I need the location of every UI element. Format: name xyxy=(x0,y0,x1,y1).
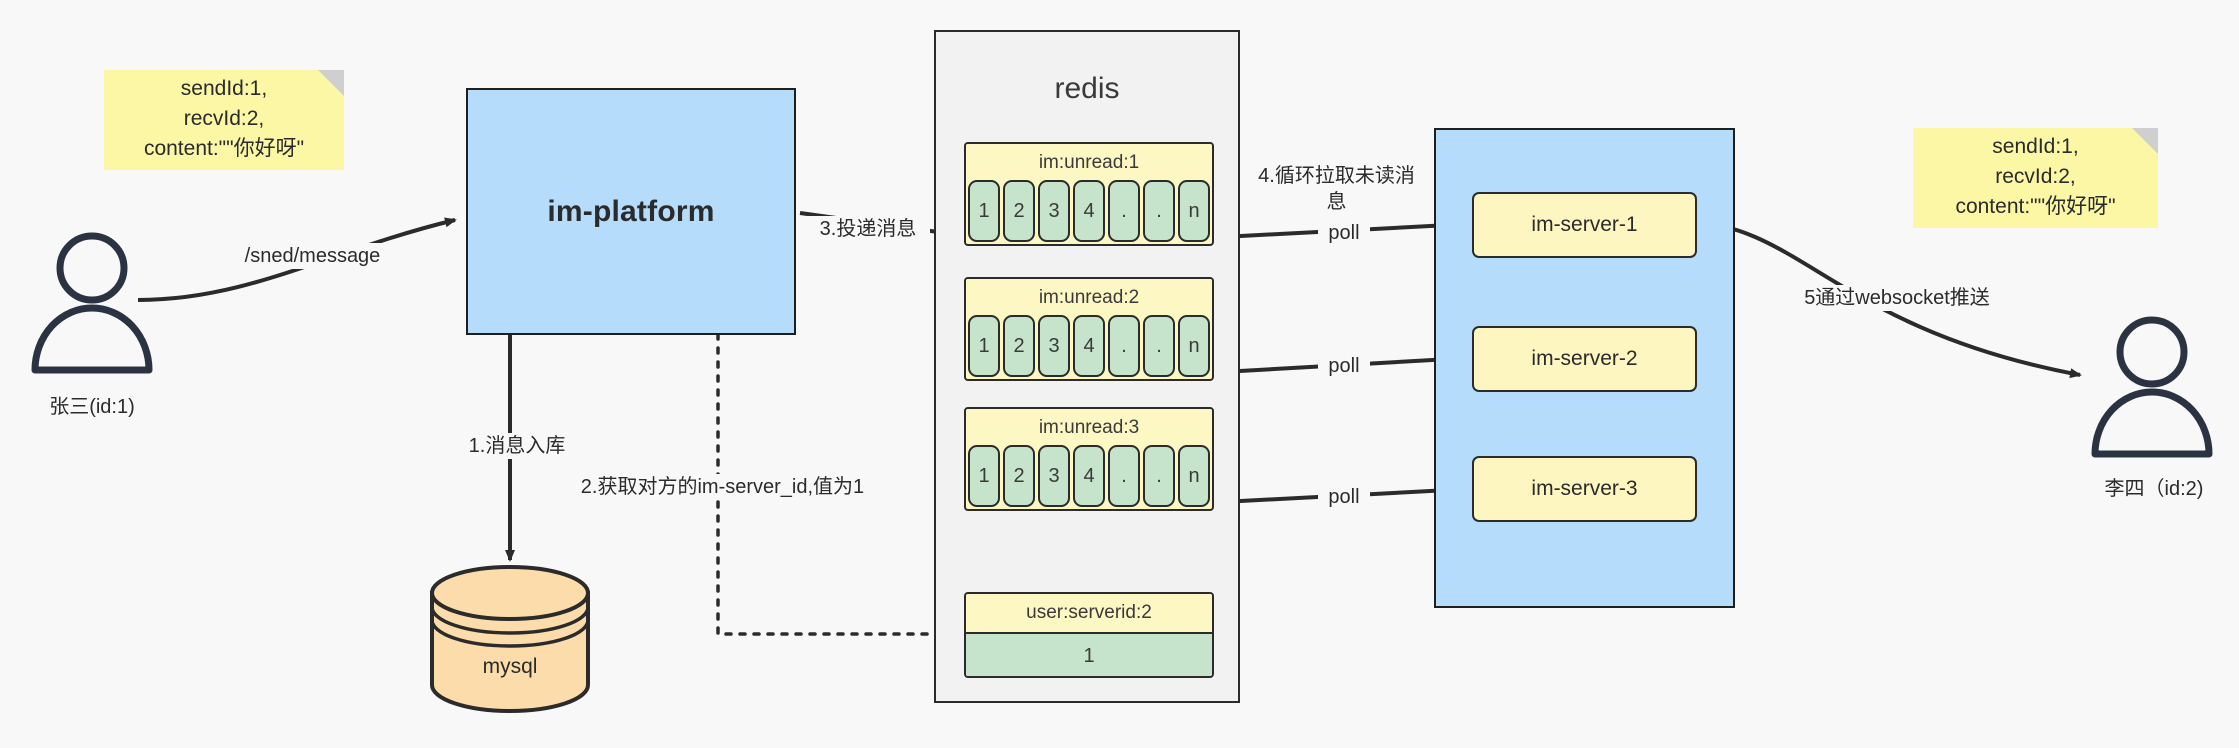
redis-cell: n xyxy=(1178,315,1210,377)
edge-label-poll-3: poll xyxy=(1318,484,1370,510)
redis-title: redis xyxy=(1054,72,1120,105)
redis-cell: 2 xyxy=(1003,180,1035,242)
redis-key-name: user:serverid:2 xyxy=(966,594,1212,632)
redis-cell: 4 xyxy=(1073,180,1105,242)
im-server-3-box[interactable]: im-server-3 xyxy=(1472,456,1697,522)
im-server-2-box[interactable]: im-server-2 xyxy=(1472,326,1697,392)
redis-cell: . xyxy=(1108,180,1140,242)
im-platform-box[interactable]: im-platform xyxy=(466,88,796,335)
mysql-label: mysql xyxy=(482,655,538,678)
redis-cell: . xyxy=(1143,315,1175,377)
redis-cell: 3 xyxy=(1038,180,1070,242)
edge-label-poll-2: poll xyxy=(1318,353,1370,379)
sender-label: 张三(id:1) xyxy=(49,396,135,418)
edge-label-step1: 1.消息入库 xyxy=(450,433,584,459)
note-right-text: sendId:1, recvId:2, content:""你好呀" xyxy=(1955,135,2116,218)
edge-label-step5: 5通过websocket推送 xyxy=(1790,285,2004,311)
note-right: sendId:1, recvId:2, content:""你好呀" xyxy=(1913,128,2158,228)
redis-cell: 2 xyxy=(1003,445,1035,507)
edge-label-send-message: /sned/message xyxy=(228,243,397,269)
redis-key-group-3[interactable]: im:unread:3 1 2 3 4 . . n xyxy=(964,407,1214,511)
im-server-cluster: im-server-1 im-server-2 im-server-3 xyxy=(1434,128,1735,608)
im-server-3-label: im-server-3 xyxy=(1531,477,1638,500)
edge-label-step3: 3.投递消息 xyxy=(806,216,930,242)
im-server-1-label: im-server-1 xyxy=(1531,213,1638,236)
redis-key-group-user-serverid[interactable]: user:serverid:2 1 xyxy=(964,592,1214,678)
receiver-label: 李四（id:2) xyxy=(2104,478,2204,500)
redis-cell: 3 xyxy=(1038,445,1070,507)
im-server-1-box[interactable]: im-server-1 xyxy=(1472,192,1697,258)
edge-label-poll-1: poll xyxy=(1318,220,1370,246)
note-left: sendId:1, recvId:2, content:""你好呀" xyxy=(104,70,344,170)
redis-cell: n xyxy=(1178,180,1210,242)
edge-label-step4: 4.循环拉取未读消 息 xyxy=(1252,163,1421,215)
redis-key-name: im:unread:3 xyxy=(966,409,1212,447)
redis-cell: . xyxy=(1108,315,1140,377)
redis-key-cells: 1 2 3 4 . . n xyxy=(966,445,1212,509)
redis-cell: 3 xyxy=(1038,315,1070,377)
edge-label-step2: 2.获取对方的im-server_id,值为1 xyxy=(578,474,867,500)
im-platform-label: im-platform xyxy=(547,194,715,228)
redis-cell: . xyxy=(1143,445,1175,507)
redis-key-name: im:unread:2 xyxy=(966,279,1212,317)
sender-user-icon xyxy=(31,232,153,374)
redis-cell: 1 xyxy=(968,315,1000,377)
redis-key-name: im:unread:1 xyxy=(966,144,1212,182)
redis-cell: . xyxy=(1143,180,1175,242)
redis-key-group-1[interactable]: im:unread:1 1 2 3 4 . . n xyxy=(964,142,1214,246)
redis-cell: 2 xyxy=(1003,315,1035,377)
redis-container: redis im:unread:1 1 2 3 4 . . n im:unrea… xyxy=(934,30,1240,703)
redis-key-cells: 1 2 3 4 . . n xyxy=(966,180,1212,244)
redis-cell: . xyxy=(1108,445,1140,507)
redis-key-group-2[interactable]: im:unread:2 1 2 3 4 . . n xyxy=(964,277,1214,381)
redis-cell: 4 xyxy=(1073,315,1105,377)
redis-cell: 1 xyxy=(968,445,1000,507)
database-cylinder-icon xyxy=(430,565,590,713)
note-left-text: sendId:1, recvId:2, content:""你好呀" xyxy=(143,77,305,160)
redis-cell: 1 xyxy=(968,180,1000,242)
redis-cell: n xyxy=(1178,445,1210,507)
redis-key-value: 1 xyxy=(966,632,1212,676)
redis-key-cells: 1 2 3 4 . . n xyxy=(966,315,1212,379)
redis-cell: 4 xyxy=(1073,445,1105,507)
receiver-user-icon xyxy=(2091,316,2213,458)
im-server-2-label: im-server-2 xyxy=(1531,347,1638,370)
